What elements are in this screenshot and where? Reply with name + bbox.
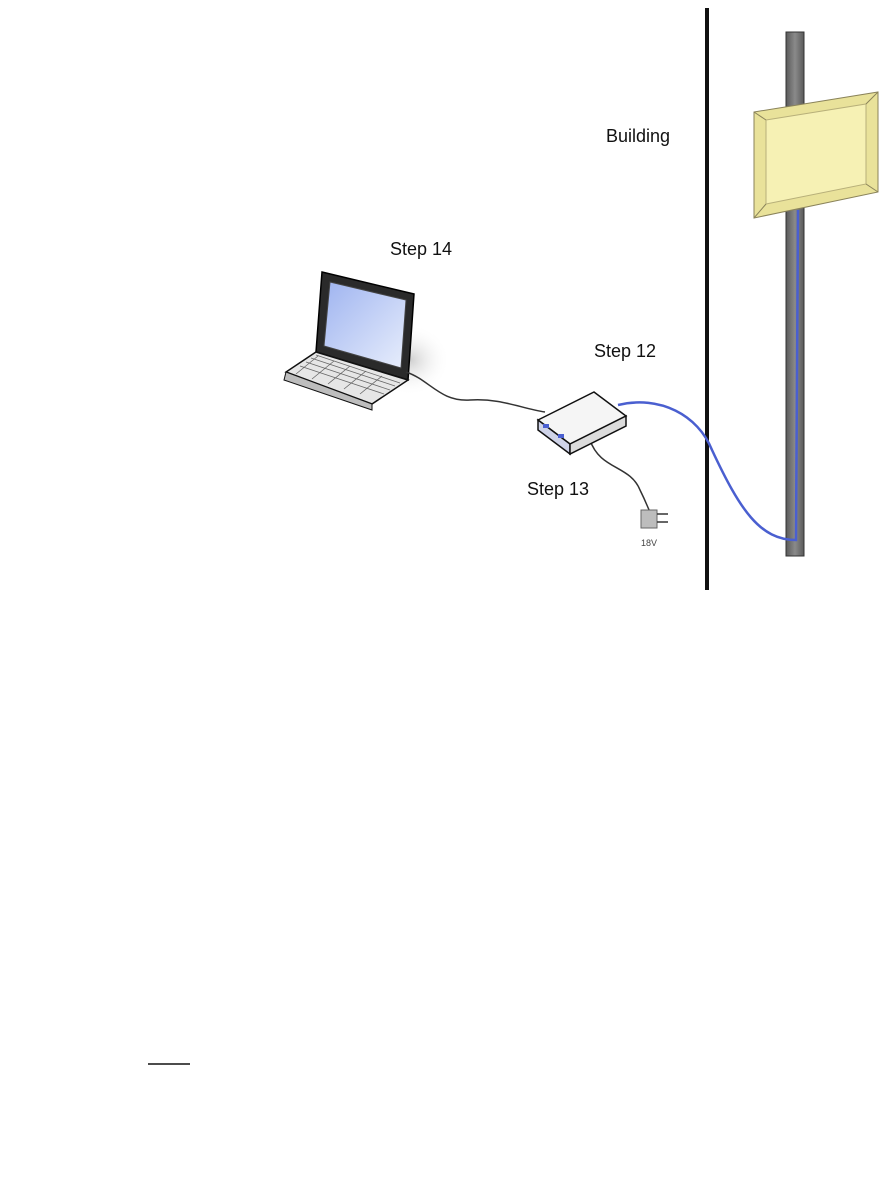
voltage-label: 18V (641, 538, 657, 548)
power-cable (590, 440, 650, 512)
panel-antenna (754, 92, 878, 218)
step-12-label: Step 12 (594, 341, 656, 361)
step-14-label: Step 14 (390, 239, 452, 259)
poe-injector-icon (538, 392, 626, 454)
laptop-icon (284, 272, 414, 410)
step-13-label: Step 13 (527, 479, 589, 499)
power-adapter-icon (641, 510, 668, 528)
building-label: Building (606, 126, 670, 146)
